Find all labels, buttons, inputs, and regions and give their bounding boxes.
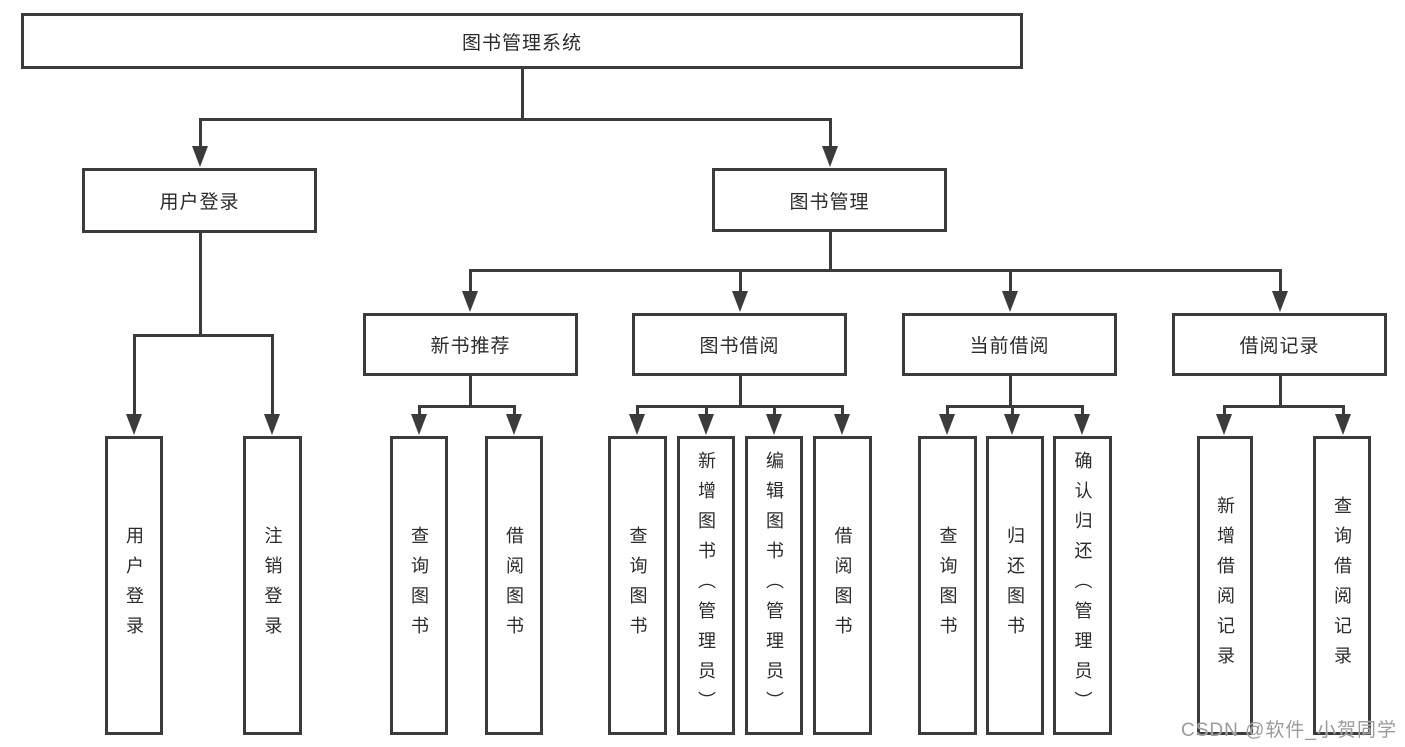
connector-drop-book-borrow xyxy=(704,406,708,416)
connector-drop-system xyxy=(198,119,202,148)
arrowhead-icon xyxy=(264,414,280,435)
node-user-login: 用户登录 xyxy=(82,168,317,233)
node-cb-query: 查询图书 xyxy=(918,436,977,735)
connector-drop-borrow-records xyxy=(1341,406,1345,416)
arrowhead-icon xyxy=(1074,414,1090,435)
node-bb-add: 新增图书（管理员） xyxy=(677,436,735,735)
node-new-books: 新书推荐 xyxy=(363,313,578,376)
connector-drop-current-borrow xyxy=(945,406,949,416)
connector-stem-current-borrow xyxy=(1008,376,1012,408)
arrowhead-icon xyxy=(1335,414,1351,435)
connector-bar-book-borrow xyxy=(635,404,844,408)
connector-drop-current-borrow xyxy=(1010,406,1014,416)
connector-drop-book-borrow xyxy=(840,406,844,416)
arrowhead-icon xyxy=(411,414,427,435)
connector-drop-book-mgmt xyxy=(738,270,742,293)
arrowhead-icon xyxy=(1002,291,1018,312)
connector-drop-current-borrow xyxy=(1080,406,1084,416)
arrowhead-icon xyxy=(192,146,208,167)
connector-stem-new-books xyxy=(468,376,472,408)
arrowhead-icon xyxy=(766,414,782,435)
connector-drop-user-login xyxy=(270,335,274,416)
node-cb-return: 归还图书 xyxy=(986,436,1044,735)
node-borrow-records: 借阅记录 xyxy=(1172,313,1387,376)
connector-bar-new-books xyxy=(417,404,516,408)
arrowhead-icon xyxy=(939,414,955,435)
connector-drop-book-mgmt xyxy=(1278,270,1282,293)
arrowhead-icon xyxy=(732,291,748,312)
arrowhead-icon xyxy=(462,291,478,312)
arrowhead-icon xyxy=(698,414,714,435)
connector-bar-book-mgmt xyxy=(468,268,1282,272)
connector-drop-user-login xyxy=(132,335,136,416)
arrowhead-icon xyxy=(629,414,645,435)
node-system: 图书管理系统 xyxy=(21,13,1023,69)
node-br-query: 查询借阅记录 xyxy=(1313,436,1371,735)
connector-drop-book-borrow xyxy=(772,406,776,416)
connector-drop-system xyxy=(828,119,832,148)
connector-drop-book-mgmt xyxy=(1008,270,1012,293)
arrowhead-icon xyxy=(1216,414,1232,435)
arrowhead-icon xyxy=(126,414,142,435)
arrowhead-icon xyxy=(1004,414,1020,435)
arrowhead-icon xyxy=(506,414,522,435)
arrowhead-icon xyxy=(834,414,850,435)
node-bb-borrow: 借阅图书 xyxy=(813,436,872,735)
connector-stem-book-mgmt xyxy=(828,232,832,272)
connector-stem-system xyxy=(520,69,524,121)
node-current-borrow: 当前借阅 xyxy=(902,313,1117,376)
connector-drop-new-books xyxy=(512,406,516,416)
node-nb-query: 查询图书 xyxy=(390,436,448,735)
node-cb-confirm: 确认归还（管理员） xyxy=(1053,436,1112,735)
connector-bar-current-borrow xyxy=(945,404,1084,408)
node-bb-query: 查询图书 xyxy=(608,436,667,735)
connector-drop-borrow-records xyxy=(1222,406,1226,416)
connector-bar-system xyxy=(198,117,832,121)
node-bb-edit: 编辑图书（管理员） xyxy=(745,436,803,735)
node-br-add: 新增借阅记录 xyxy=(1197,436,1253,735)
node-logout: 注销登录 xyxy=(243,436,302,735)
connector-drop-book-borrow xyxy=(635,406,639,416)
csdn-watermark: CSDN @软件_小贺同学 xyxy=(1181,720,1397,741)
node-nb-borrow: 借阅图书 xyxy=(485,436,543,735)
arrowhead-icon xyxy=(1272,291,1288,312)
connector-bar-borrow-records xyxy=(1222,404,1345,408)
connector-stem-book-borrow xyxy=(738,376,742,408)
node-book-mgmt: 图书管理 xyxy=(712,168,947,232)
connector-stem-borrow-records xyxy=(1278,376,1282,408)
connector-drop-new-books xyxy=(417,406,421,416)
node-login: 用户登录 xyxy=(105,436,163,735)
connector-drop-book-mgmt xyxy=(468,270,472,293)
node-book-borrow: 图书借阅 xyxy=(632,313,847,376)
arrowhead-icon xyxy=(822,146,838,167)
connector-bar-user-login xyxy=(132,333,274,337)
connector-stem-user-login xyxy=(198,233,202,337)
